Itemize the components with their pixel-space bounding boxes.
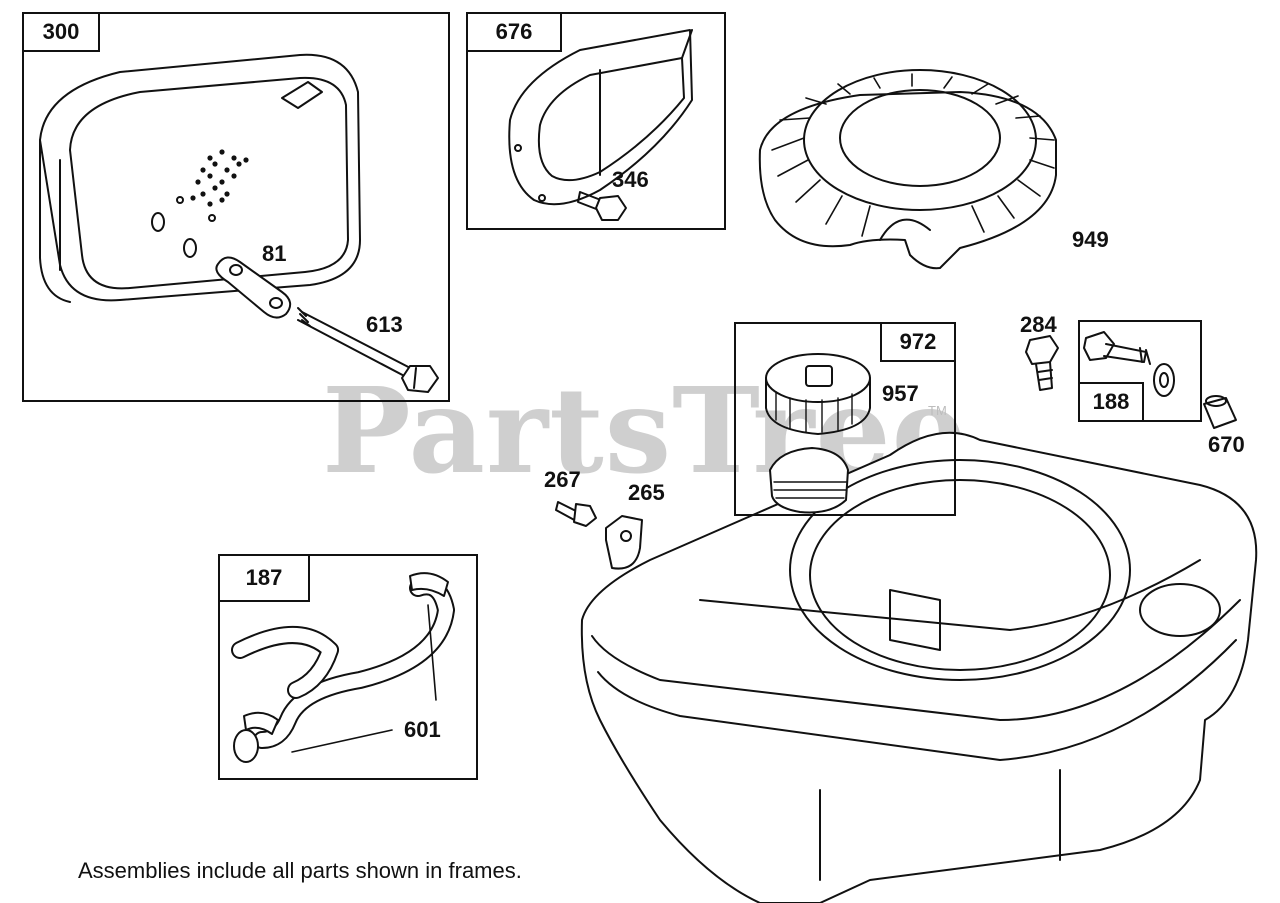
watermark-trademark: TM: [928, 403, 947, 418]
frame-tag-guard-assembly: 676: [466, 12, 562, 52]
cooling-fan-guard-illustration: [758, 69, 1057, 270]
fuel-tank-illustration: [580, 431, 1258, 903]
frame-muffler-assembly: [22, 12, 450, 402]
lock-washer-illustration: [215, 256, 292, 319]
part-number-cooling-fan-guard: 949: [1072, 227, 1109, 252]
part-number-fuel-cap: 957: [882, 381, 919, 406]
spacer-illustration: [1203, 395, 1237, 429]
assembly-note: Assemblies include all parts shown in fr…: [78, 858, 522, 883]
frame-fuel-line-assembly: [218, 554, 478, 780]
screw-clip-illustration: [555, 501, 643, 570]
frame-tag-cap-assembly: 972: [880, 322, 956, 362]
fuel-cap-illustration: [765, 353, 871, 435]
frame-tag-bolt-assembly: 188: [1078, 382, 1144, 422]
part-number-lock-washer: 81: [262, 241, 287, 266]
frame-cap-assembly: [734, 322, 956, 516]
part-number-fuel-line: 601: [404, 717, 441, 742]
bolt-188-illustration: [1083, 331, 1175, 397]
part-number-spacer: 670: [1208, 432, 1245, 457]
muffler-illustration: [39, 53, 361, 303]
part-number-stud: 284: [1020, 312, 1057, 337]
part-number-screw: 267: [544, 467, 581, 492]
part-number-bolt: 346: [612, 167, 649, 192]
bolt-illustration: [577, 191, 627, 221]
stud-illustration: [1025, 335, 1059, 391]
muffler-screw-illustration: [297, 307, 439, 393]
fuel-line-illustration: [231, 572, 455, 763]
frame-guard-assembly: [466, 12, 726, 230]
frame-tag-fuel-line-assembly: 187: [218, 554, 310, 602]
frame-tag-muffler-assembly: 300: [22, 12, 100, 52]
part-number-muffler-screw: 613: [366, 312, 403, 337]
guard-plate-illustration: [508, 29, 693, 206]
part-number-clip: 265: [628, 480, 665, 505]
